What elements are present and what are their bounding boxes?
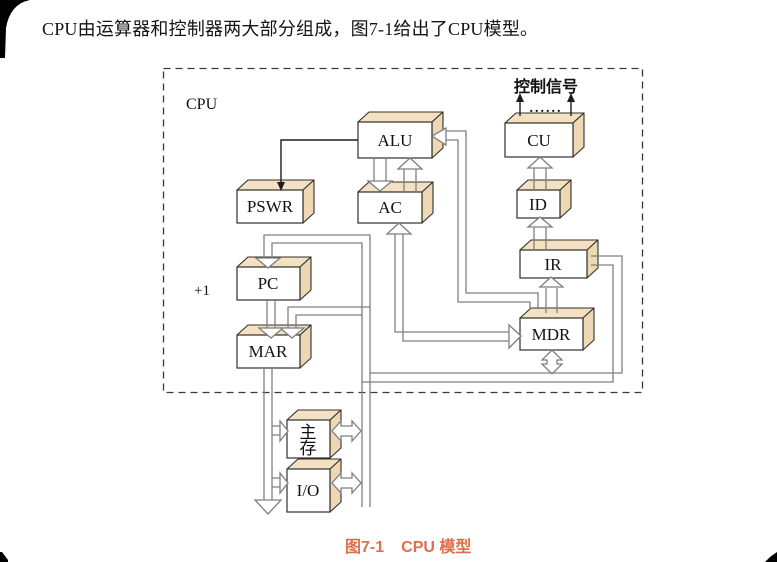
figure-caption: 图7-1 CPU 模型 — [345, 533, 471, 557]
box-alu-label: ALU — [378, 131, 413, 150]
box-main-memory-label-line2: 存 — [300, 439, 317, 458]
box-mdr: MDR — [519, 307, 595, 351]
box-io-label: I/O — [297, 481, 320, 500]
cpu-dashed-boundary — [162, 67, 644, 394]
control-signal-arrows: 控制信号 ...... — [514, 77, 578, 116]
box-main-memory-label-line1: 主 — [300, 423, 317, 442]
increment-label: +1 — [194, 283, 210, 299]
arrow-alu-to-pswr — [277, 139, 358, 191]
scan-artifact-bottom-left — [0, 552, 8, 562]
arrow-memory-bus-bidirectional — [331, 419, 362, 443]
path-bus-to-mar — [278, 306, 370, 339]
figure-caption-title: CPU 模型 — [401, 539, 472, 556]
path-bus-to-pc — [254, 234, 371, 507]
box-cu: CU — [504, 112, 585, 158]
path-mdr-to-alu — [430, 126, 539, 309]
box-main-memory: 主 存 — [286, 409, 342, 459]
box-ir: IR — [519, 239, 599, 279]
box-ac-label: AC — [378, 198, 402, 217]
intro-paragraph: CPU由运算器和控制器两大部分组成，图7-1给出了CPU模型。 — [42, 19, 539, 39]
arrow-alu-to-ac — [366, 158, 394, 192]
figure-caption-label: 图7-1 — [345, 539, 385, 556]
arrow-mdr-to-ir — [538, 276, 565, 313]
box-pswr: PSWR — [236, 179, 315, 224]
box-id: ID — [516, 179, 572, 219]
control-signals-label: 控制信号 — [514, 77, 578, 96]
path-mar-to-memory-io — [253, 368, 289, 515]
box-mdr-label: MDR — [532, 325, 571, 344]
arrow-pc-to-mar — [257, 300, 285, 339]
arrow-io-bus-bidirectional — [331, 471, 362, 495]
arrow-id-to-cu — [526, 156, 554, 190]
box-alu: ALU — [357, 111, 444, 159]
box-mar-label: MAR — [249, 342, 288, 361]
path-bus-bottom-to-ir — [362, 255, 623, 383]
box-mar: MAR — [236, 324, 312, 369]
control-signals-ellipsis: ...... — [530, 101, 563, 116]
box-ir-label: IR — [545, 255, 563, 274]
box-pswr-label: PSWR — [247, 197, 294, 216]
scan-artifact-bottom-right — [765, 552, 777, 562]
arrow-mdr-bus-bidirectional — [540, 349, 564, 375]
cpu-container-label: CPU — [186, 96, 218, 113]
box-cu-label: CU — [527, 131, 551, 150]
box-id-label: ID — [529, 195, 547, 214]
box-pc-label: PC — [258, 274, 279, 293]
arrow-ir-to-id — [526, 216, 554, 250]
box-io: I/O — [286, 458, 342, 513]
path-ac-mdr-bidirectional — [385, 222, 522, 350]
arrow-ac-to-alu — [396, 157, 424, 192]
scan-artifact-top-left — [0, 0, 30, 58]
box-ac: AC — [357, 181, 434, 224]
